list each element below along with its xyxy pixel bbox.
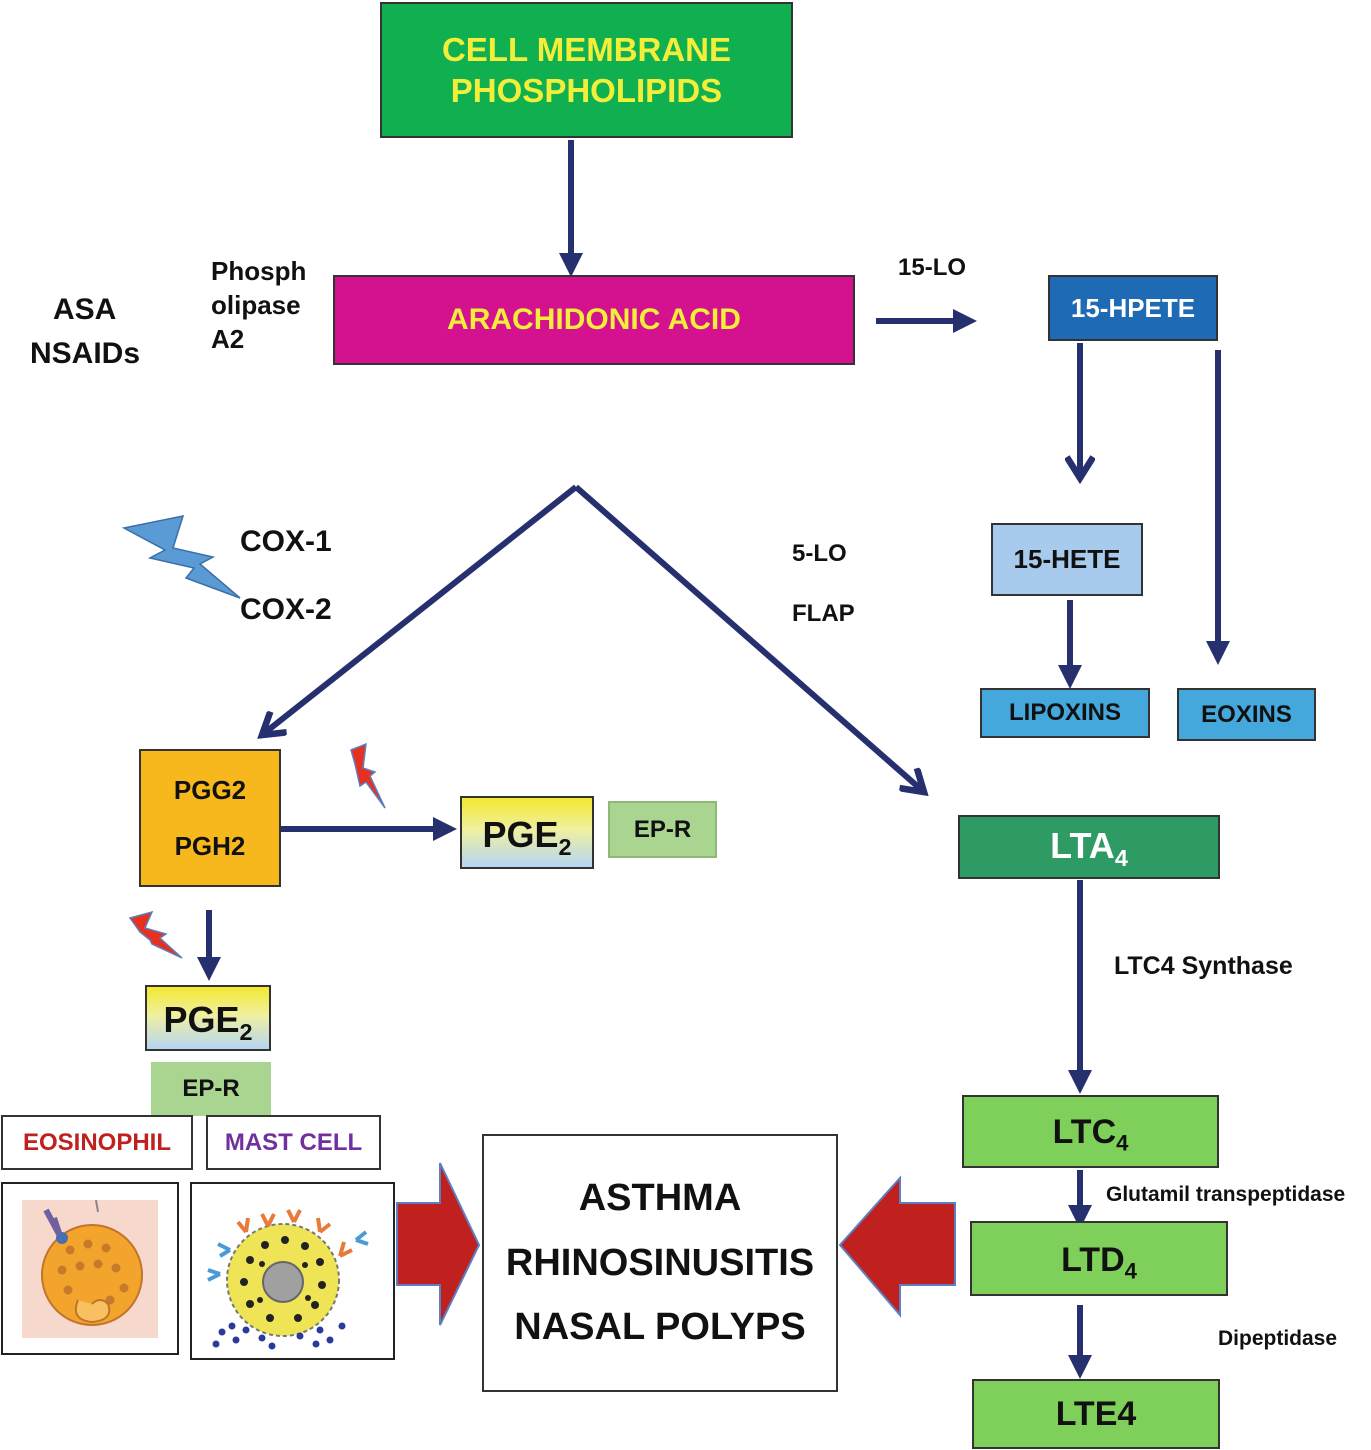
eosinophil-label-box: EOSINOPHIL — [1, 1115, 193, 1170]
dipeptidase-label: Dipeptidase — [1218, 1327, 1338, 1350]
glutamil-transpeptidase-label: Glutamil transpeptidase — [1106, 1183, 1346, 1206]
ep-r-right-box: EP-R — [608, 801, 717, 858]
nasal-polyps-label: NASAL POLYPS — [514, 1306, 806, 1349]
eosinophil-illustration — [22, 1199, 158, 1338]
lta4-subscript: 4 — [1114, 845, 1128, 872]
mast-cell-label: MAST CELL — [224, 1128, 363, 1156]
lightning-bolt-red-icon — [128, 910, 183, 959]
rhinosinusitis-label: RHINOSINUSITIS — [505, 1241, 815, 1284]
lta4-box: LTA4 — [958, 815, 1220, 879]
pge2-lower-label: PGE — [163, 999, 240, 1040]
pgg2-label: PGG2 — [173, 775, 247, 805]
eosinophil-image-frame — [1, 1182, 179, 1355]
ltc4-label: LTC — [1052, 1113, 1117, 1151]
pge2-right-subscript: 2 — [558, 834, 572, 861]
pge2-lower-box: PGE2 — [145, 985, 271, 1051]
eosinophil-label: EOSINOPHIL — [22, 1128, 172, 1156]
ltc4-box: LTC4 — [962, 1095, 1219, 1168]
15-hpete-box: 15-HPETE — [1048, 275, 1218, 341]
lte4-label: LTE4 — [1055, 1394, 1137, 1433]
15-hete-box: 15-HETE — [991, 523, 1143, 596]
ltc4-synthase-label: LTC4 Synthase — [1114, 952, 1293, 980]
phospholipase-line2: olipase — [211, 289, 301, 320]
arachidonic-acid-box: ARACHIDONIC ACID — [333, 275, 855, 365]
cox-2-label: COX-2 — [240, 593, 332, 626]
flap-label: FLAP — [792, 600, 855, 627]
15-hpete-label: 15-HPETE — [1070, 292, 1196, 323]
nsaids-label: NSAIDs — [30, 337, 141, 370]
pge2-right-box: PGE2 — [460, 796, 594, 869]
ltd4-subscript: 4 — [1124, 1258, 1137, 1284]
phospholipase-line3: A2 — [211, 323, 245, 354]
pgh2-label: PGH2 — [174, 830, 246, 861]
ltd4-label: LTD — [1061, 1241, 1125, 1279]
ltd4-box: LTD4 — [970, 1221, 1228, 1296]
cell-membrane-phospholipids-box: CELL MEMBRANE PHOSPHOLIPIDS — [380, 2, 793, 138]
cell-membrane-line2: PHOSPHOLIPIDS — [450, 72, 723, 109]
lta4-label: LTA — [1050, 825, 1115, 866]
lipoxins-label: LIPOXINS — [1008, 699, 1122, 726]
red-arrow-left — [396, 1162, 481, 1326]
lte4-box: LTE4 — [972, 1379, 1220, 1449]
red-arrow-right — [838, 1175, 956, 1318]
phospholipase-label: Phosph olipase A2 — [211, 255, 306, 356]
eoxins-box: EOXINS — [1177, 688, 1316, 741]
mast-cell-image-frame — [190, 1182, 395, 1360]
pge2-lower-subscript: 2 — [239, 1019, 253, 1046]
lipoxins-box: LIPOXINS — [980, 688, 1150, 738]
disease-outcome-box: ASTHMA RHINOSINUSITIS NASAL POLYPS — [482, 1134, 838, 1392]
lightning-bolt-blue-icon — [121, 515, 241, 599]
eoxins-label: EOXINS — [1201, 700, 1292, 728]
15-hete-label: 15-HETE — [1013, 544, 1121, 575]
ep-r-lower-label: EP-R — [182, 1075, 240, 1102]
arrow-split-to-lta4 — [574, 484, 924, 792]
pge2-right-label: PGE — [482, 814, 559, 855]
phospholipase-line1: Phosph — [211, 256, 307, 286]
asa-label: ASA — [53, 293, 117, 326]
15-lo-label: 15-LO — [898, 254, 967, 281]
lightning-bolt-red-icon — [350, 742, 386, 809]
ep-r-right-label: EP-R — [633, 815, 692, 843]
ltc4-subscript: 4 — [1116, 1130, 1129, 1156]
cox-1-label: COX-1 — [240, 525, 332, 558]
pgg2-pgh2-box: PGG2 PGH2 — [139, 749, 281, 887]
arachidonic-acid-label: ARACHIDONIC ACID — [447, 303, 741, 337]
mast-cell-illustration — [207, 1209, 369, 1350]
asthma-label: ASTHMA — [578, 1177, 742, 1220]
arrow-split-to-pgg2 — [262, 484, 578, 735]
cell-membrane-line1: CELL MEMBRANE — [441, 30, 732, 68]
5-lo-label: 5-LO — [792, 540, 847, 567]
ep-r-lower-box: EP-R — [151, 1062, 271, 1116]
mast-cell-label-box: MAST CELL — [206, 1115, 381, 1170]
